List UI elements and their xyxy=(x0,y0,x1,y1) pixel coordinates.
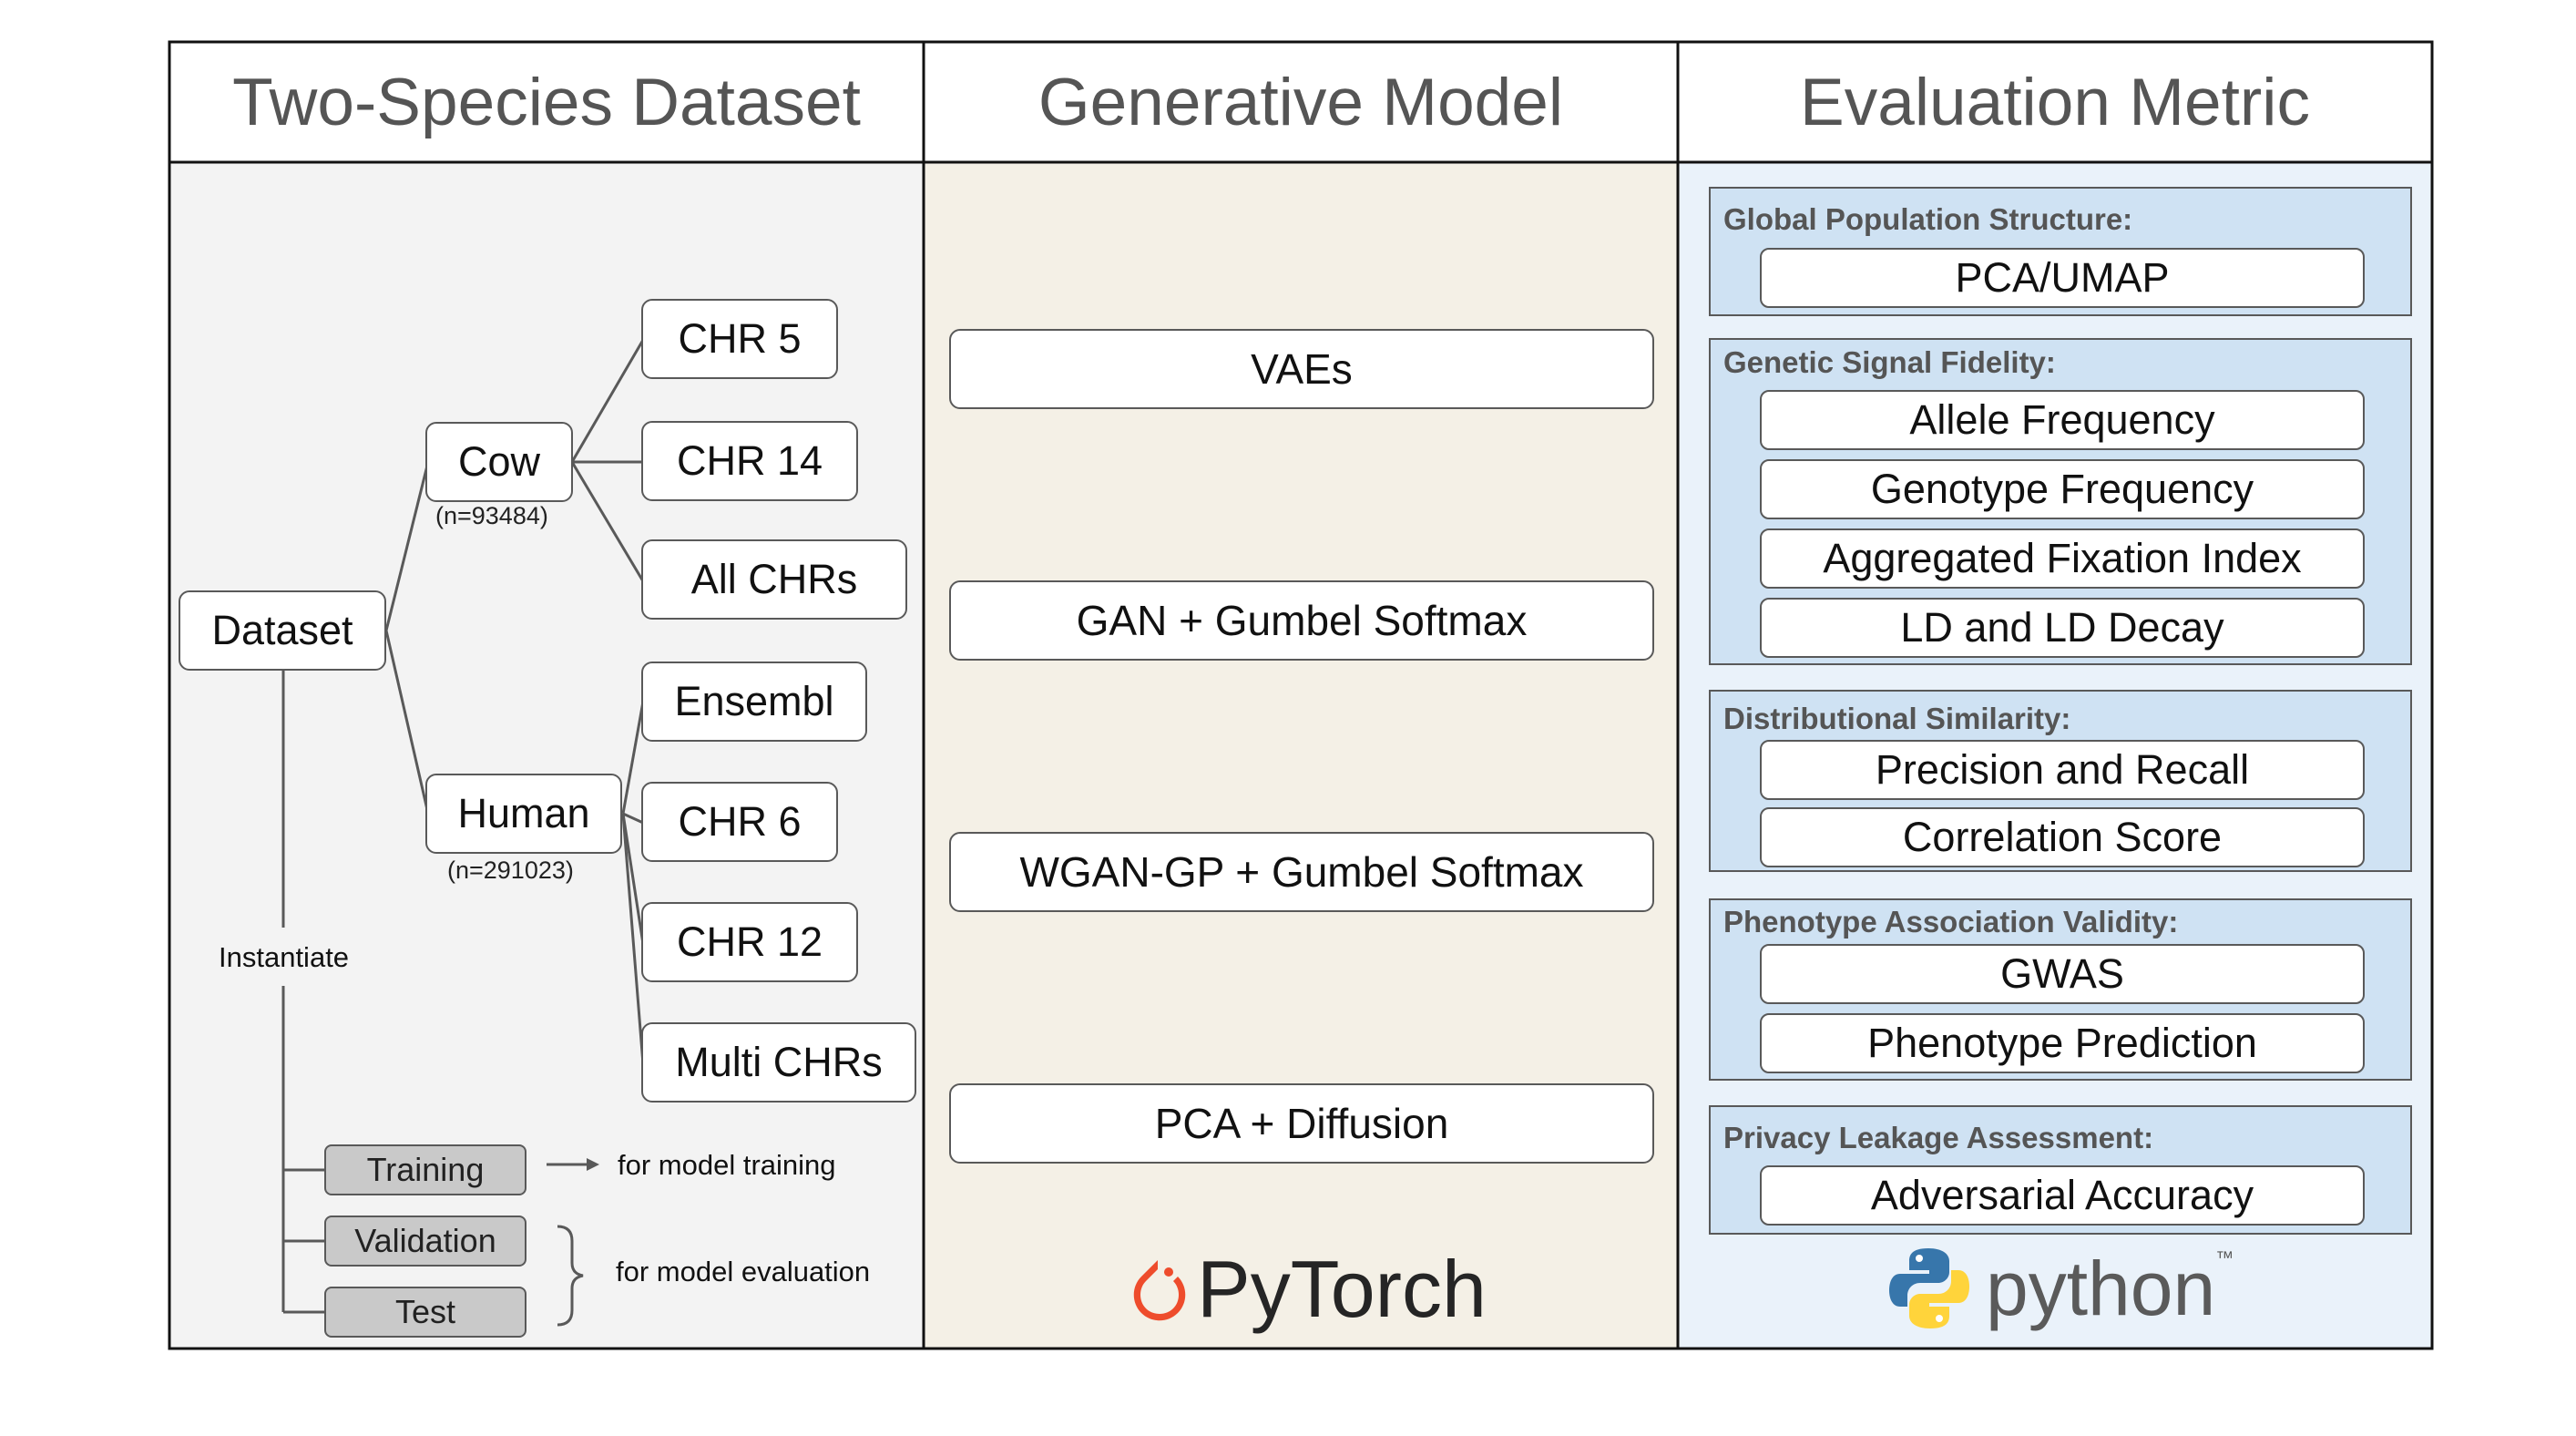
human-node: Human xyxy=(425,774,622,854)
metric-genotype-frequency: Genotype Frequency xyxy=(1760,459,2365,519)
metric-aggregated-fixation-index: Aggregated Fixation Index xyxy=(1760,528,2365,589)
human-chr6-node: CHR 6 xyxy=(641,782,838,862)
human-chr12-node: CHR 12 xyxy=(641,902,858,982)
metric-precision-recall: Precision and Recall xyxy=(1760,740,2365,800)
human-multi-chrs-node: Multi CHRs xyxy=(641,1022,916,1103)
cow-all-chrs-node: All CHRs xyxy=(641,539,907,620)
metric-correlation-score: Correlation Score xyxy=(1760,807,2365,867)
python-trademark: ™ xyxy=(2215,1248,2234,1268)
model-gan-gumbel: GAN + Gumbel Softmax xyxy=(949,580,1654,661)
metric-adversarial-accuracy: Adversarial Accuracy xyxy=(1760,1165,2365,1226)
evaluation-note: for model evaluation xyxy=(616,1256,871,1287)
python-wordmark: python xyxy=(1986,1246,2216,1331)
cow-node: Cow xyxy=(425,422,573,502)
pytorch-flame-icon xyxy=(1133,1260,1186,1321)
training-split: Training xyxy=(324,1144,526,1195)
metric-group-title: Global Population Structure: xyxy=(1723,202,2133,236)
pytorch-logo: PyTorch xyxy=(1128,1244,1487,1335)
python-logo: python ™ xyxy=(1886,1241,2234,1336)
cow-chr5-node: CHR 5 xyxy=(641,299,838,379)
header-dataset: Two-Species Dataset xyxy=(169,42,924,162)
metric-pca-umap: PCA/UMAP xyxy=(1760,248,2365,308)
model-wgan-gp-gumbel: WGAN-GP + Gumbel Softmax xyxy=(949,832,1654,912)
training-note: for model training xyxy=(618,1149,836,1181)
metric-gwas: GWAS xyxy=(1760,944,2365,1004)
cow-count: (n=93484) xyxy=(435,502,548,529)
metric-group-title: Distributional Similarity: xyxy=(1723,702,2071,735)
human-ensembl-node: Ensembl xyxy=(641,662,867,742)
metric-group-title: Phenotype Association Validity: xyxy=(1723,905,2179,939)
test-split: Test xyxy=(324,1287,526,1338)
metric-group-title: Genetic Signal Fidelity: xyxy=(1723,345,2056,379)
instantiate-label: Instantiate xyxy=(217,941,352,974)
pytorch-wordmark: PyTorch xyxy=(1197,1244,1487,1334)
metric-group-title: Privacy Leakage Assessment: xyxy=(1723,1121,2154,1154)
header-model: Generative Model xyxy=(924,42,1678,162)
metric-allele-frequency: Allele Frequency xyxy=(1760,390,2365,450)
validation-split: Validation xyxy=(324,1215,526,1267)
metric-ld-decay: LD and LD Decay xyxy=(1760,598,2365,658)
dataset-root-node: Dataset xyxy=(179,590,386,671)
metric-phenotype-prediction: Phenotype Prediction xyxy=(1760,1013,2365,1073)
model-pca-diffusion: PCA + Diffusion xyxy=(949,1083,1654,1164)
model-vaes: VAEs xyxy=(949,329,1654,409)
python-snakes-icon xyxy=(1889,1248,1969,1328)
header-metric: Evaluation Metric xyxy=(1678,42,2432,162)
cow-chr14-node: CHR 14 xyxy=(641,421,858,501)
human-count: (n=291023) xyxy=(447,856,574,884)
